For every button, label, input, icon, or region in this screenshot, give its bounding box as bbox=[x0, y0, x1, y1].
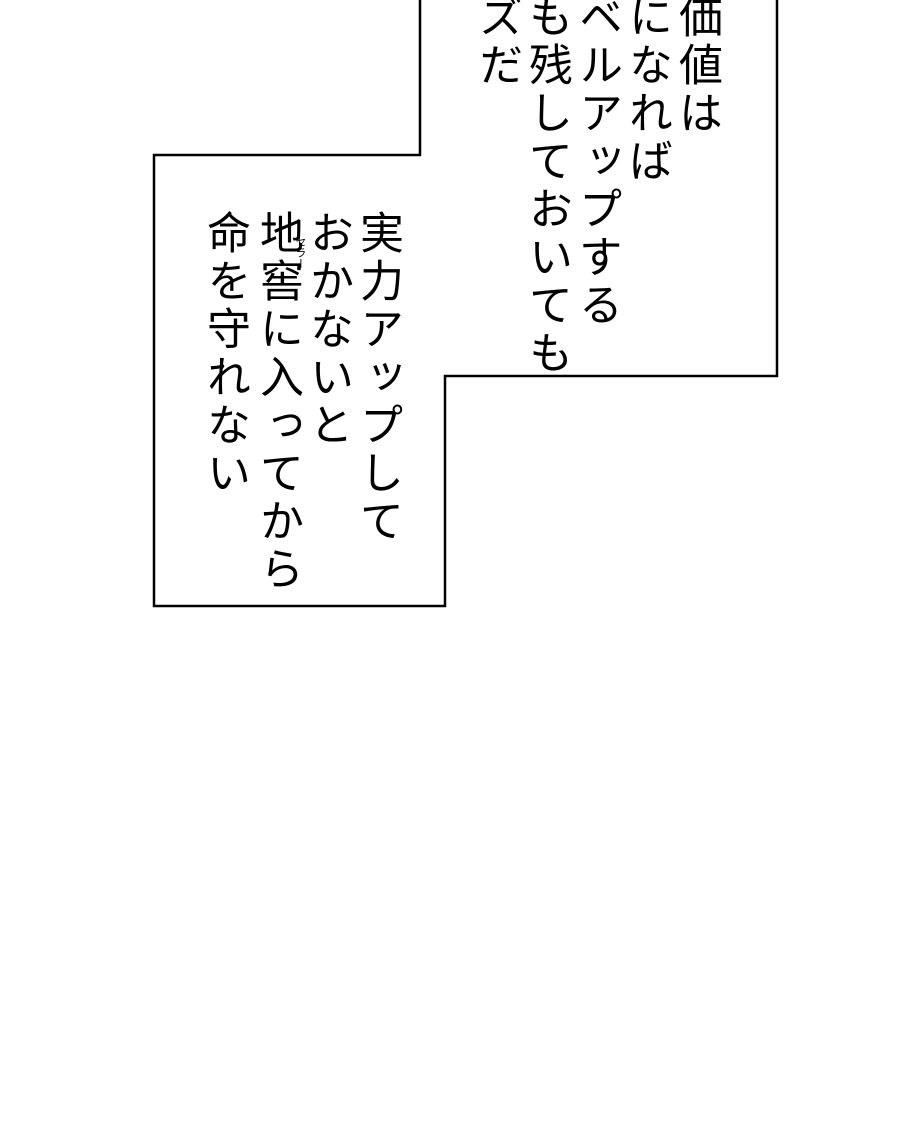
narration-top-line-3: ベルアップする bbox=[571, 0, 622, 330]
narration-top-line-2: になれば bbox=[621, 0, 672, 186]
narration-box-top: 価値は になれば ベルアップする も残しておいても ズだ bbox=[440, 0, 770, 372]
narration-box-top-border bbox=[152, 0, 779, 608]
narration-top-line-1: 価値は bbox=[671, 0, 722, 138]
narration-box-bottom: 実力アップして おかないと 地窖に入ってから セラー 命を守れない bbox=[160, 200, 440, 600]
narration-bottom-line-1: 実力アップして bbox=[352, 210, 403, 546]
narration-bottom-line-3: 地窖に入ってから bbox=[252, 210, 303, 594]
narration-top-line-5: ズだ bbox=[471, 0, 522, 90]
narration-bottom-line-2: おかないと bbox=[302, 210, 353, 450]
narration-bottom-line-4: 命を守れない bbox=[199, 210, 250, 498]
narration-bottom-ruby: セラー bbox=[294, 236, 307, 269]
narration-top-line-4: も残しておいても bbox=[521, 0, 572, 372]
